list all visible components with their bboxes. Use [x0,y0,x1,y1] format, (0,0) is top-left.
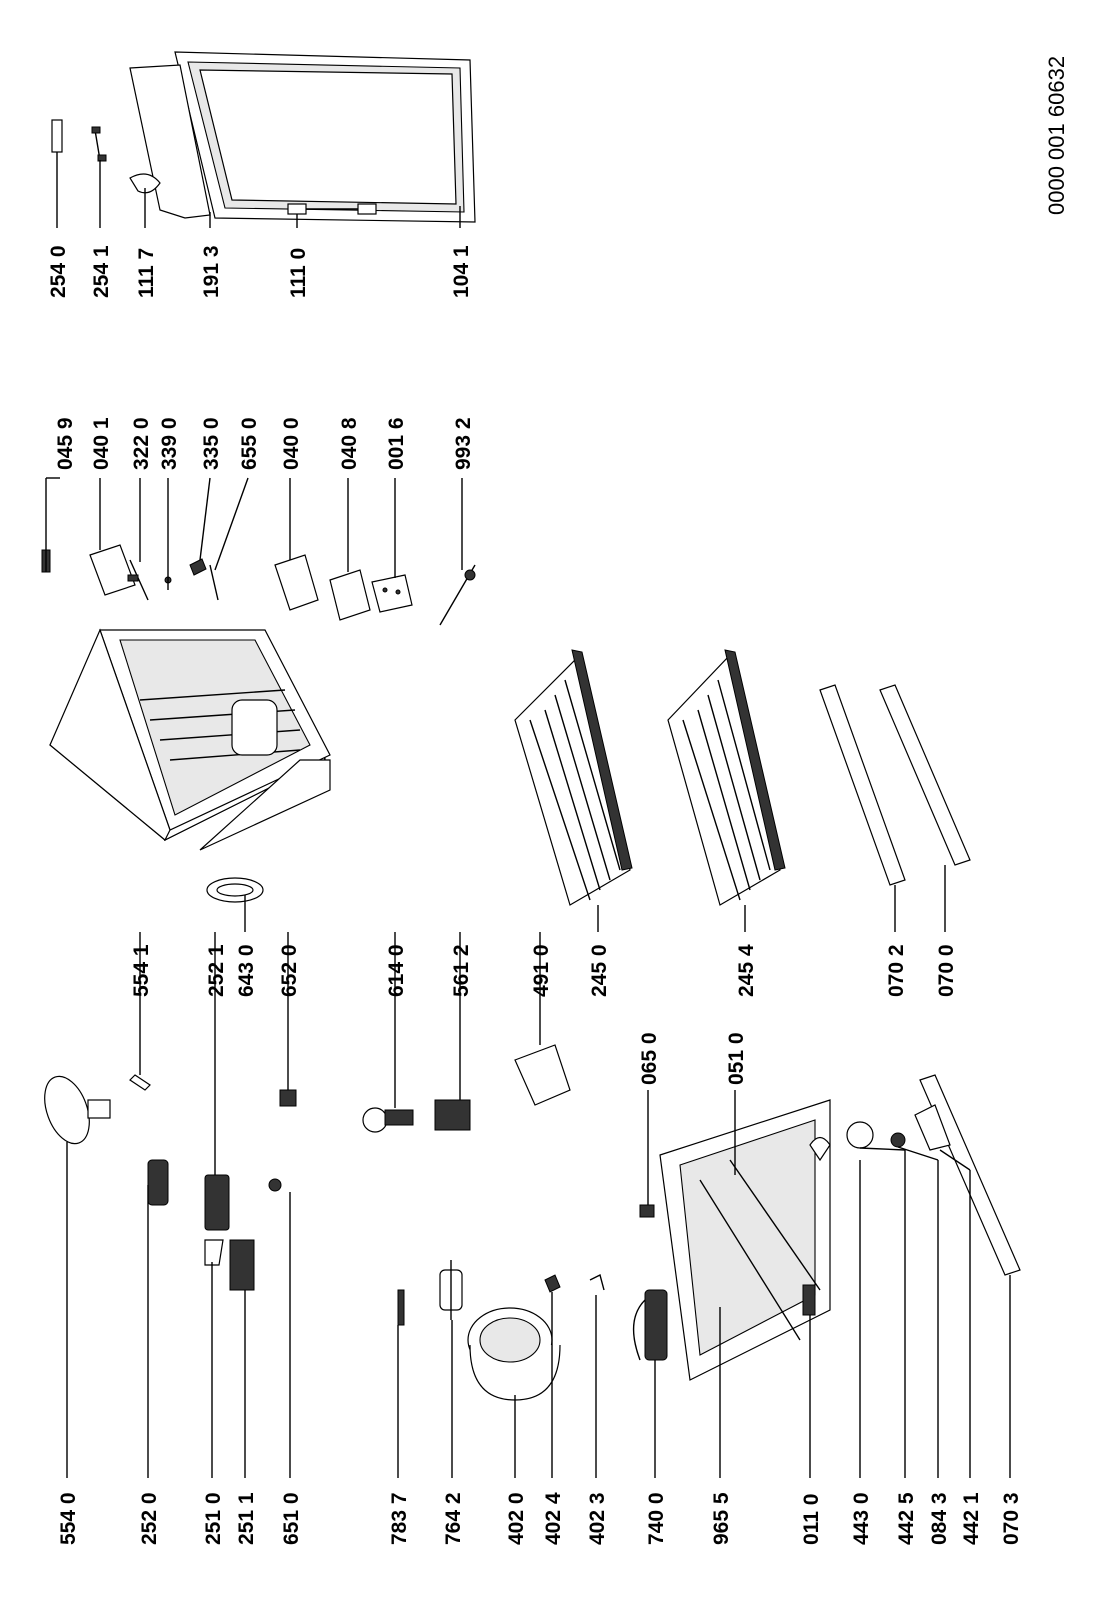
label-254-0: 254 0 [47,245,70,298]
label-993-2: 993 2 [452,417,475,470]
label-402-3: 402 3 [586,1492,609,1545]
label-655-0: 655 0 [238,417,261,470]
label-442-5: 442 5 [895,1492,918,1545]
label-783-7: 783 7 [388,1492,411,1545]
part-labels: 554 0 252 0 251 0 251 1 651 0 783 7 764 … [47,245,1023,1545]
part-554-0-illustration [44,1075,111,1145]
part-011-0-illustration [802,1284,816,1316]
part-111-7-illustration [129,173,161,194]
label-322-0: 322 0 [130,417,153,470]
label-402-4: 402 4 [542,1492,565,1545]
part-001-6-illustration [371,574,413,613]
cabinet-illustration [49,628,331,903]
label-335-0: 335 0 [200,417,223,470]
part-251-1-illustration [229,1239,255,1291]
part-442-1-illustration [914,1104,951,1151]
label-554-1: 554 1 [130,944,153,997]
label-561-2: 561 2 [450,944,473,997]
label-011-0: 011 0 [800,1494,823,1545]
part-561-2-illustration [434,1099,471,1131]
part-614-0-illustration [362,1107,414,1133]
label-070-0: 070 0 [935,944,958,997]
label-001-6: 001 6 [385,417,408,470]
label-443-0: 443 0 [850,1492,873,1545]
label-339-0: 339 0 [158,417,181,470]
label-402-0: 402 0 [505,1492,528,1545]
rail-070-0-illustration [879,684,971,866]
label-491-0: 491 0 [530,944,553,997]
leader-lines [45,152,1011,1478]
label-104-1: 104 1 [450,245,473,298]
part-783-7-illustration [397,1289,405,1326]
label-252-1: 252 1 [205,944,228,997]
part-040-0-illustration [274,554,319,611]
part-443-0-illustration [809,1136,831,1162]
part-554-1-illustration [129,1074,151,1091]
label-643-0: 643 0 [235,944,258,997]
part-491-0-illustration [514,1044,571,1106]
label-070-2: 070 2 [885,944,908,997]
part-402-3-illustration [589,1273,605,1291]
part-652-0-illustration [279,1089,297,1107]
label-251-1: 251 1 [235,1492,258,1545]
part-051-0-illustration [659,1099,831,1381]
label-065-0: 065 0 [638,1032,661,1085]
label-554-0: 554 0 [57,1492,80,1545]
label-252-0: 252 0 [138,1492,161,1545]
label-965-5: 965 5 [710,1492,733,1545]
label-040-0: 040 0 [280,417,303,470]
part-651-0-illustration [268,1178,282,1192]
part-252-1-illustration [204,1174,230,1231]
label-111-0: 111 0 [287,248,310,298]
label-040-1: 040 1 [90,417,113,470]
label-084-3: 084 3 [928,1492,951,1545]
part-254-1-illustration [91,126,107,162]
label-652-0: 652 0 [278,944,301,997]
label-764-2: 764 2 [442,1492,465,1545]
part-254-0-illustration [51,119,63,153]
part-442-5-illustration [846,1121,874,1149]
drawing-code: 0000 001 60632 [1044,56,1069,215]
label-040-8: 040 8 [338,417,361,470]
part-740-0-illustration [632,1289,668,1361]
part-251-0-illustration [204,1239,224,1266]
label-045-9: 045 9 [54,417,77,470]
shelf-245-0-illustration [514,649,633,906]
part-illustrations [41,51,1021,1401]
part-252-0-illustration [147,1159,169,1206]
part-335-0-illustration [189,558,207,576]
shelf-245-4-illustration [667,649,786,906]
label-442-1: 442 1 [960,1492,983,1545]
label-254-1: 254 1 [90,245,113,298]
part-040-1-illustration [89,544,136,596]
label-051-0: 051 0 [725,1032,748,1085]
part-993-2-illustration [439,564,476,626]
label-740-0: 740 0 [645,1492,668,1545]
label-245-0: 245 0 [588,944,611,997]
door-illustration [129,51,476,223]
label-245-4: 245 4 [735,944,758,997]
part-322-0-illustration [127,559,149,601]
label-191-3: 191 3 [200,245,223,298]
part-065-0-illustration [639,1204,655,1218]
part-764-2-illustration [439,1260,463,1320]
label-111-7: 111 7 [135,248,158,298]
part-040-8-illustration [329,569,371,621]
label-614-0: 614 0 [385,944,408,997]
rail-070-2-illustration [819,684,906,886]
label-070-3: 070 3 [1000,1492,1023,1545]
label-651-0: 651 0 [280,1492,303,1545]
part-402-4-illustration [544,1274,561,1293]
part-402-0-illustration [467,1307,561,1401]
part-655-0-illustration [209,564,219,601]
part-084-3-illustration [890,1132,906,1148]
label-251-0: 251 0 [202,1492,225,1545]
